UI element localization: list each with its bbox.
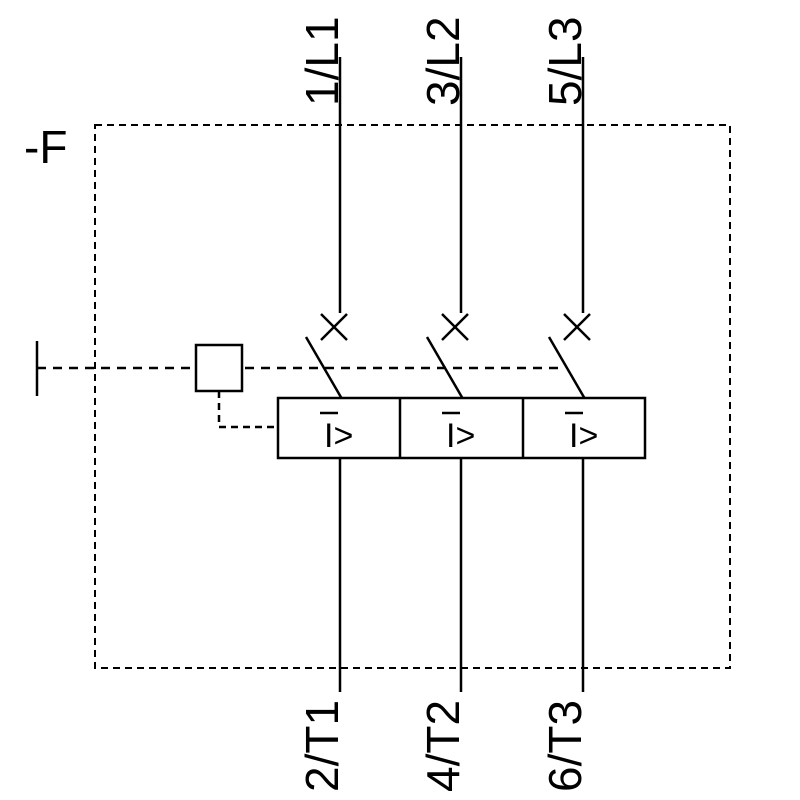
actuator-box bbox=[194, 343, 244, 393]
switch-blade-3 bbox=[547, 336, 587, 400]
terminal-label-bottom-3: 6/T3 bbox=[539, 700, 591, 792]
overcurrent-symbol-1: I> bbox=[320, 411, 353, 455]
device-tag: -F bbox=[24, 121, 67, 173]
contact-cross-icon-3 bbox=[563, 313, 591, 341]
trip-unit-box bbox=[276, 396, 647, 460]
switch-blade-1 bbox=[304, 336, 344, 400]
pole-1: 1/L1 2/T1 bbox=[296, 16, 348, 792]
overcurrent-label-2: I> bbox=[446, 417, 475, 455]
overcurrent-symbol-3: I> bbox=[565, 411, 598, 455]
pole-3: 5/L3 6/T3 bbox=[539, 16, 591, 792]
device-boundary bbox=[94, 124, 731, 669]
contact-cross-icon-1 bbox=[320, 313, 348, 341]
trip-unit: I> I> I> bbox=[276, 396, 647, 460]
terminal-label-bottom-1: 2/T1 bbox=[296, 700, 348, 792]
overcurrent-label-3: I> bbox=[569, 417, 598, 455]
overcurrent-symbol-2: I> bbox=[442, 411, 475, 455]
overcurrent-label-1: I> bbox=[324, 417, 353, 455]
contact-cross-icon-2 bbox=[441, 313, 469, 341]
terminal-label-bottom-2: 4/T2 bbox=[417, 700, 469, 792]
linkage-connector bbox=[217, 391, 278, 429]
